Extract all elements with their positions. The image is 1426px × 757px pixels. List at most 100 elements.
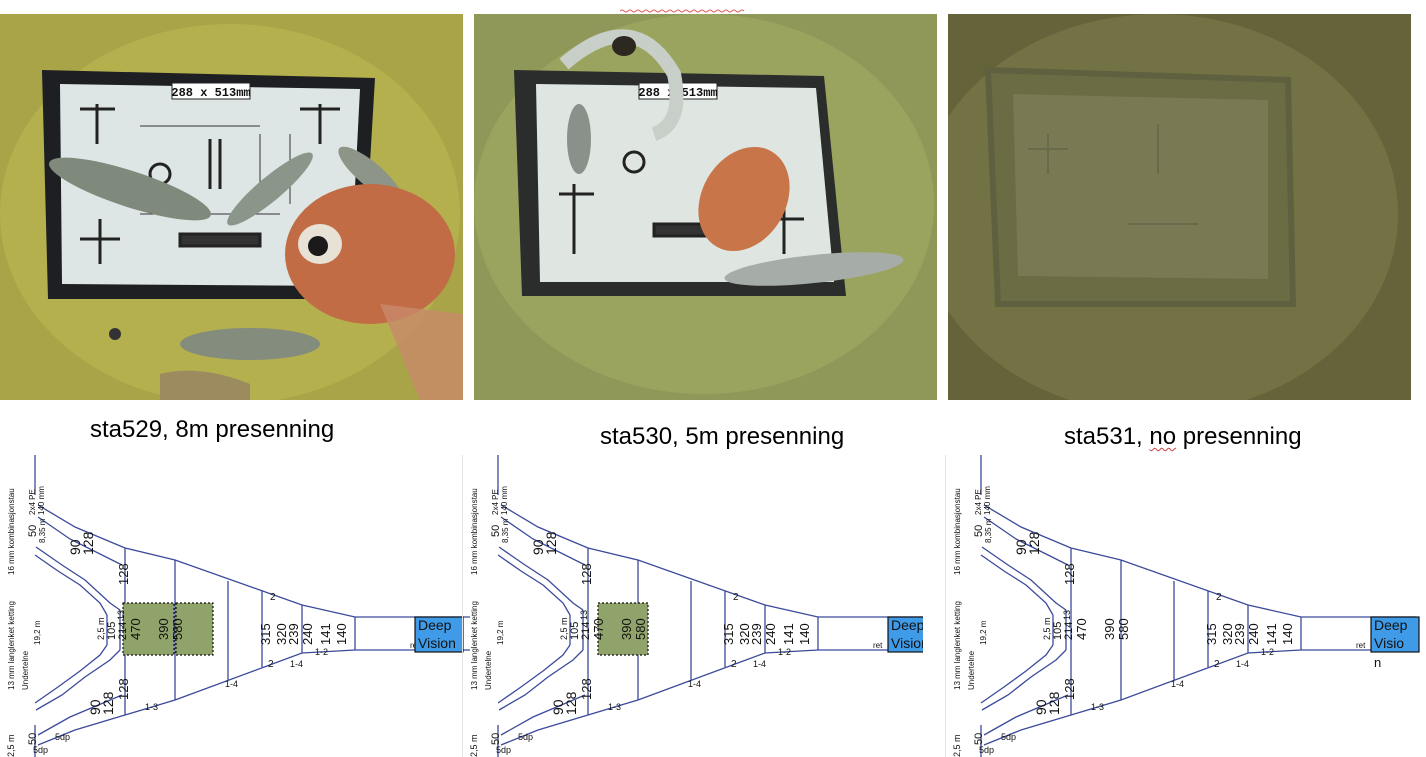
net-measure-label: 16 mm kombinasjonstau bbox=[7, 488, 16, 575]
net-measure-label: 2 bbox=[731, 659, 737, 670]
net-measure-label: 16 mm kombinasjonstau bbox=[470, 488, 479, 575]
net-measure-label: 1-2 bbox=[1261, 647, 1274, 657]
deep-vision-box bbox=[1370, 616, 1420, 653]
net-measure-label: 315 bbox=[258, 623, 273, 645]
net-measure-label: 13 mm langlenket ketting bbox=[470, 601, 479, 690]
net-measure-label: 105 bbox=[106, 622, 118, 640]
net-measure-label: 105 bbox=[569, 622, 581, 640]
net-measure-label: 16 mm kombinasjonstau bbox=[953, 488, 962, 575]
net-measure-label: 140 bbox=[334, 623, 349, 645]
deep-vision-label: n bbox=[1374, 655, 1381, 670]
net-measure-label: 90 bbox=[67, 539, 83, 555]
net-measure-label: 13 mm langlenket ketting bbox=[7, 601, 16, 690]
net-measure-label: 5dp bbox=[55, 732, 70, 742]
net-measure-label: 140 mm bbox=[37, 486, 46, 515]
caption-sta531: sta531, no presenning bbox=[1064, 423, 1302, 450]
net-measure-label: 239 bbox=[1232, 623, 1247, 645]
net-measure-label: ret bbox=[1356, 641, 1366, 650]
net-measure-label: 1-4 bbox=[753, 659, 766, 669]
net-measure-label: 50 bbox=[973, 733, 985, 745]
net-measure-label: 1-2 bbox=[315, 647, 328, 657]
net-measure-label: 320 bbox=[1220, 623, 1235, 645]
deep-vision-box bbox=[414, 616, 464, 653]
net-measure-label: 90 bbox=[1033, 699, 1049, 715]
net-measure-label: 2,5 m bbox=[952, 734, 962, 757]
net-measure-label: 315 bbox=[721, 623, 736, 645]
net-measure-label: 128 bbox=[116, 678, 131, 700]
net-measure-label: 5dp bbox=[496, 745, 511, 755]
net-measure-label: 320 bbox=[274, 623, 289, 645]
net-measure-label: 13 mm langlenket ketting bbox=[953, 601, 962, 690]
net-measure-label: 128 bbox=[1046, 691, 1062, 715]
net-measure-label: 2 bbox=[270, 592, 276, 603]
net-measure-label: Undertelne bbox=[484, 650, 493, 690]
net-measure-label: 140 mm bbox=[500, 486, 509, 515]
net-measure-label: 240 bbox=[1246, 623, 1261, 645]
tarp-panel bbox=[175, 602, 214, 656]
net-measure-label: 50 bbox=[973, 525, 985, 537]
net-measure-label: 50 bbox=[27, 733, 39, 745]
deep-vision-label: Visio bbox=[1374, 635, 1404, 651]
net-measure-label: 580 bbox=[1116, 618, 1131, 640]
net-measure-label: 2,5 m bbox=[6, 734, 16, 757]
net-measure-label: 470 bbox=[591, 618, 606, 640]
net-measure-label: 141 bbox=[781, 623, 796, 645]
net-measure-label: 315 bbox=[1204, 623, 1219, 645]
net-measure-label: 5dp bbox=[518, 732, 533, 742]
net-measure-label: 5dp bbox=[33, 745, 48, 755]
net-measure-label: 320 bbox=[737, 623, 752, 645]
net-measure-label: 1-4 bbox=[1236, 659, 1249, 669]
net-measure-label: 19,2 m bbox=[33, 620, 42, 645]
net-measure-label: 239 bbox=[286, 623, 301, 645]
net-measure-label: 50 bbox=[490, 733, 502, 745]
net-measure-label: 2x4 PE bbox=[28, 489, 37, 515]
net-measure-label: 8,35 m bbox=[984, 518, 993, 543]
net-measure-label: 140 mm bbox=[983, 486, 992, 515]
net-measure-label: 128 bbox=[100, 691, 116, 715]
net-measure-label: 50 bbox=[27, 525, 39, 537]
net-measure-label: 2 bbox=[1214, 659, 1220, 670]
net-measure-label: 105 bbox=[1052, 622, 1064, 640]
deep-vision-box bbox=[887, 616, 923, 653]
net-measure-label: 1-4 bbox=[225, 679, 238, 689]
deep-vision-label: Deep bbox=[1374, 617, 1408, 633]
net-measure-label: 128 bbox=[1026, 531, 1042, 555]
trawl-diagram-sta531: 16 mm kombinasjonstau 13 mm langlenket ke… bbox=[945, 455, 1421, 757]
net-measure-label: 2x4 PE bbox=[974, 489, 983, 515]
net-measure-label: 240 bbox=[300, 623, 315, 645]
net-measure-label: 128 bbox=[543, 531, 559, 555]
net-measure-label: Undertelne bbox=[967, 650, 976, 690]
net-measure-label: 214 bbox=[580, 622, 592, 640]
net-measure-label: 214 bbox=[117, 622, 129, 640]
net-measure-label: 128 bbox=[579, 563, 594, 585]
net-measure-label: 240 bbox=[763, 623, 778, 645]
net-measure-label: 140 bbox=[797, 623, 812, 645]
caption-sta529: sta529, 8m presenning bbox=[90, 416, 335, 443]
net-measure-label: 390 bbox=[619, 618, 634, 640]
net-measure-label: 19,2 m bbox=[979, 620, 988, 645]
net-measure-label: 580 bbox=[633, 618, 648, 640]
net-measure-label: 470 bbox=[1074, 618, 1089, 640]
net-measure-label: 141 bbox=[318, 623, 333, 645]
deep-vision-label: Vision bbox=[891, 635, 923, 651]
trawl-diagram-sta530: 16 mm kombinasjonstau 13 mm langlenket ke… bbox=[462, 455, 923, 757]
net-measure-label: Undertelne bbox=[21, 650, 30, 690]
chart-size-label: 288 x 513mm bbox=[171, 86, 250, 100]
spellcheck-mark bbox=[619, 0, 745, 13]
net-measure-label: 8,35 m bbox=[501, 518, 510, 543]
deep-vision-label: Vision bbox=[418, 635, 456, 651]
net-measure-label: 90 bbox=[550, 699, 566, 715]
net-measure-label: 19,2 m bbox=[496, 620, 505, 645]
net-measure-label: 50 bbox=[490, 525, 502, 537]
net-measure-label: 13 bbox=[1062, 610, 1072, 620]
net-measure-label: 2x4 PE bbox=[491, 489, 500, 515]
net-measure-label: 140 bbox=[1280, 623, 1295, 645]
net-measure-label: 128 bbox=[579, 678, 594, 700]
net-measure-label: 239 bbox=[749, 623, 764, 645]
net-measure-label: 90 bbox=[87, 699, 103, 715]
net-measure-label: 1-4 bbox=[1171, 679, 1184, 689]
net-measure-label: 1-3 bbox=[1091, 702, 1104, 712]
net-measure-label: 2,5 m bbox=[469, 734, 479, 757]
net-measure-label: 214 bbox=[1063, 622, 1075, 640]
net-measure-label: 2 bbox=[1216, 592, 1222, 603]
